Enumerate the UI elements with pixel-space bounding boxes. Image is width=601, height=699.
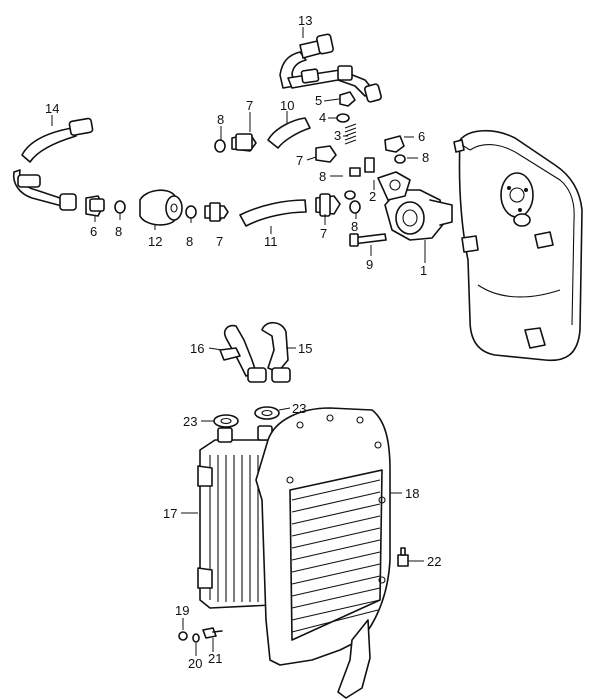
label-13: 13 — [298, 13, 312, 28]
label-8-center: 8 — [351, 219, 358, 234]
label-17: 17 — [163, 506, 177, 521]
label-22: 22 — [427, 554, 441, 569]
label-1: 1 — [420, 263, 427, 278]
hoses-15-16 — [219, 321, 291, 383]
center-fittings — [214, 91, 406, 247]
label-18: 18 — [405, 486, 419, 501]
label-7-mid: 7 — [296, 153, 303, 168]
hose-14 — [12, 117, 94, 211]
oil-tank — [453, 129, 583, 362]
label-11: 11 — [264, 234, 278, 249]
leader-lines — [51, 27, 426, 656]
label-20: 20 — [188, 656, 202, 671]
label-6-left: 6 — [90, 224, 97, 239]
label-7-center: 7 — [320, 226, 327, 241]
hose-13 — [279, 33, 382, 103]
label-10: 10 — [280, 98, 294, 113]
label-8-left: 8 — [186, 234, 193, 249]
label-5: 5 — [315, 93, 322, 108]
label-7-left: 7 — [216, 234, 223, 249]
label-8-far-left: 8 — [115, 224, 122, 239]
label-14: 14 — [45, 101, 59, 116]
label-8-top: 8 — [217, 112, 224, 127]
label-3: 3 — [334, 128, 341, 143]
label-23-right: 23 — [292, 401, 306, 416]
cooler-shroud — [255, 407, 391, 699]
label-2: 2 — [369, 189, 376, 204]
label-23-left: 23 — [183, 414, 197, 429]
label-8-right: 8 — [422, 150, 429, 165]
label-8-mid: 8 — [319, 169, 326, 184]
oil-filter-housing — [377, 171, 453, 241]
washers-23 — [213, 406, 280, 428]
label-7-top: 7 — [246, 98, 253, 113]
label-4: 4 — [319, 110, 326, 125]
label-16: 16 — [190, 341, 204, 356]
left-fittings — [85, 189, 229, 226]
label-21: 21 — [208, 651, 222, 666]
label-6-right: 6 — [418, 129, 425, 144]
label-9: 9 — [366, 257, 373, 272]
part-labels: 13 14 10 7 8 5 4 3 7 8 2 6 8 1 9 8 7 11 … — [45, 13, 441, 671]
label-19: 19 — [175, 603, 189, 618]
label-15: 15 — [298, 341, 312, 356]
label-12: 12 — [148, 234, 162, 249]
small-hardware — [178, 547, 409, 643]
